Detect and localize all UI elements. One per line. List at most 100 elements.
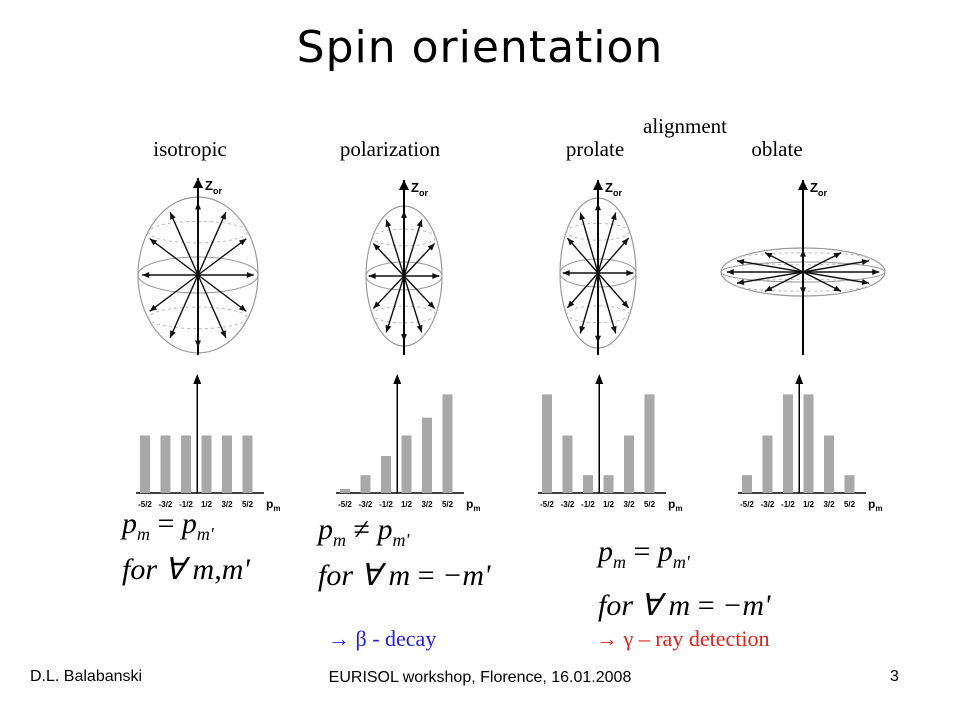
spin-vector — [403, 275, 436, 310]
histogram-bar — [783, 394, 793, 493]
z-axis-arrowhead — [193, 178, 203, 188]
arrow-right-icon: → — [328, 626, 350, 651]
spin-vector-arrowhead — [401, 334, 407, 342]
tick-label: 1/2 — [603, 500, 615, 509]
formula-line-2: for ∀ m = −m' — [598, 589, 771, 622]
spin-vector-arrowhead — [368, 273, 376, 279]
spin-vector — [802, 271, 842, 292]
spin-vector-arrowhead — [595, 335, 601, 343]
axis-label: pm — [868, 497, 882, 513]
histogram-bar — [442, 394, 453, 493]
z-axis-label: Zor — [205, 178, 222, 196]
spin-vector-arrowhead — [621, 300, 629, 308]
spin-vector-arrowhead — [861, 279, 870, 285]
spin-vector-arrowhead — [427, 243, 435, 251]
beta-decay-note: → β - decay — [328, 626, 436, 652]
tick-label: 5/2 — [644, 500, 656, 509]
z-axis-subscript: or — [818, 188, 827, 198]
spin-vector-arrowhead — [595, 203, 601, 211]
histogram-bar — [603, 475, 614, 493]
tick-label: 5/2 — [242, 500, 254, 509]
axis-label-subscript: m — [273, 504, 280, 513]
tick-label: -3/2 — [561, 500, 575, 509]
tick-label: 3/2 — [823, 500, 835, 509]
formula-line-1: pm = pm' — [598, 535, 690, 572]
spin-vector-arrowhead — [149, 304, 158, 312]
spin-vector-arrowhead — [833, 252, 842, 259]
footer-event: EURISOL workshop, Florence, 16.01.2008 — [328, 669, 632, 686]
spin-vector-arrowhead — [432, 273, 440, 279]
histogram-bar — [644, 394, 655, 493]
upper-ring — [148, 220, 248, 244]
spin-vector-arrowhead — [736, 279, 745, 285]
spin-vector-arrowhead — [562, 270, 570, 276]
spin-vector-arrowhead — [416, 219, 423, 228]
tick-label: 1/2 — [201, 500, 213, 509]
spin-vector-arrowhead — [195, 340, 201, 348]
histogram-bar — [340, 488, 350, 493]
z-axis-subscript: or — [213, 186, 222, 196]
formula-line-2: for ∀ m,m' — [122, 553, 250, 586]
spin-vector-arrowhead — [246, 272, 254, 278]
spin-vector-arrowhead — [764, 252, 773, 259]
histogram-bar — [844, 475, 855, 493]
spin-vector — [802, 252, 842, 273]
spin-vector — [597, 272, 630, 309]
spin-vector-arrowhead — [195, 202, 201, 210]
histogram-bar — [422, 417, 432, 493]
spin-vector-arrowhead — [833, 285, 842, 292]
tick-label: -1/2 — [179, 500, 193, 509]
histogram-bar — [562, 435, 573, 493]
spin-vector-arrowhead — [385, 219, 392, 228]
formula-polarization: pm ≠ pm' for ∀ m = −m' — [318, 512, 490, 594]
spin-vector — [764, 271, 804, 292]
tick-label: -1/2 — [581, 500, 595, 509]
spin-vector — [597, 237, 630, 274]
histogram-bar — [803, 394, 814, 493]
spin-vector — [403, 242, 436, 277]
spin-vector-arrowhead — [416, 324, 423, 333]
histogram-bar — [242, 435, 253, 493]
z-axis-subscript: or — [419, 188, 428, 198]
spin-vector-arrowhead — [220, 330, 226, 338]
z-axis-label: Zor — [411, 180, 428, 198]
histogram-bar — [222, 435, 232, 493]
axis-label: pm — [668, 497, 682, 513]
spin-diagram-polarization: Zor — [365, 180, 443, 355]
note-text: γ – ray detection — [623, 626, 770, 651]
quantization-arrowhead — [193, 374, 202, 384]
histogram-bar — [360, 475, 371, 493]
spin-vector — [149, 238, 199, 276]
arrow-right-icon: → — [596, 626, 618, 651]
spin-vector — [597, 272, 617, 334]
tick-label: -3/2 — [761, 500, 775, 509]
spin-vector-arrowhead — [373, 301, 381, 309]
tick-label: -5/2 — [540, 500, 554, 509]
axis-label-subscript: m — [875, 504, 882, 513]
tick-label: 5/2 — [442, 500, 454, 509]
z-axis-label: Zor — [605, 180, 622, 198]
alignment-label: alignment — [643, 114, 727, 138]
tick-label: 5/2 — [844, 500, 856, 509]
histogram-bar — [742, 475, 752, 493]
spin-vector-arrowhead — [238, 238, 247, 246]
histogram-bar — [762, 435, 773, 493]
spin-vector-arrowhead — [736, 259, 745, 265]
spin-diagram-oblate: Zor — [720, 180, 886, 355]
histogram-prolate: -5/2 -3/2 -1/2 1/2 3/2 5/2 pm — [538, 374, 682, 513]
z-axis-label: Zor — [810, 180, 827, 198]
formula-line-1: pm ≠ pm' — [318, 513, 410, 550]
tick-label: 3/2 — [623, 500, 635, 509]
footer-author: D.L. Balabanski — [30, 668, 143, 685]
spin-vector-arrowhead — [238, 304, 247, 312]
spin-vector-arrowhead — [800, 249, 806, 257]
spin-vector — [372, 242, 405, 277]
spin-vector-arrowhead — [142, 272, 150, 278]
category-label-oblate: oblate — [751, 137, 803, 161]
spin-vector-arrowhead — [401, 210, 407, 218]
tick-label: 3/2 — [221, 500, 233, 509]
spin-vector — [566, 237, 599, 274]
